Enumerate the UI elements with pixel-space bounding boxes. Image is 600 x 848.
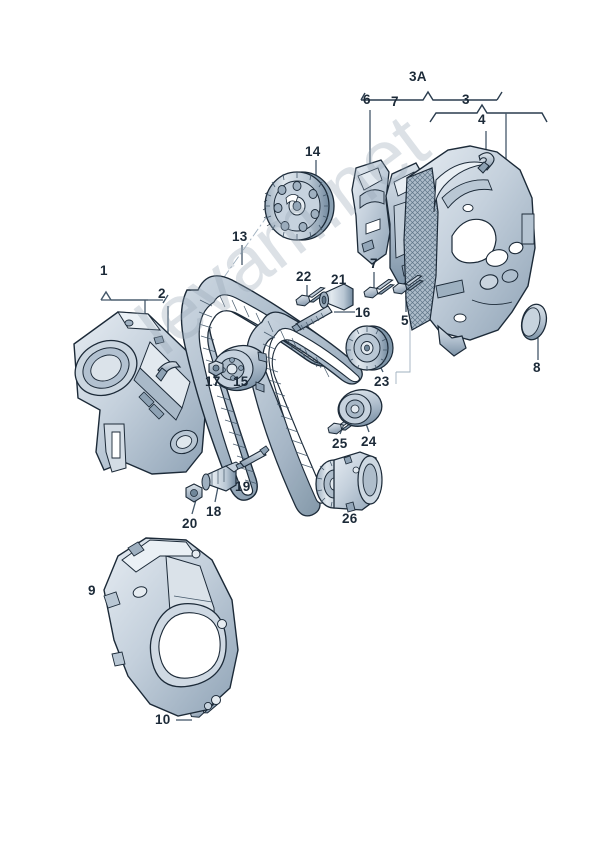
callout-label-26: 26 bbox=[342, 511, 358, 526]
callout-label-21: 21 bbox=[331, 272, 347, 287]
callout-label-24: 24 bbox=[361, 434, 377, 449]
part-tensioner-damper bbox=[201, 461, 247, 492]
part-pin bbox=[239, 445, 270, 468]
callout-label-20: 20 bbox=[182, 516, 198, 531]
part-water-pump bbox=[315, 451, 383, 513]
part-rear-cover-main bbox=[403, 145, 536, 357]
callout-label-3: 3 bbox=[462, 92, 470, 107]
callout-label-17: 17 bbox=[205, 374, 221, 389]
callout-label-7b: 7 bbox=[370, 256, 378, 271]
part-clip-retainer bbox=[477, 152, 495, 174]
callout-bracket-3A bbox=[360, 90, 503, 101]
callout-label-16: 16 bbox=[355, 305, 371, 320]
part-lower-timing-belt-cover bbox=[103, 537, 239, 717]
part-spacer-sleeve bbox=[319, 283, 354, 311]
callout-label-5: 5 bbox=[401, 313, 409, 328]
part-nut bbox=[208, 360, 224, 377]
callout-label-13: 13 bbox=[232, 229, 248, 244]
callout-label-19: 19 bbox=[235, 479, 251, 494]
callout-label-23: 23 bbox=[374, 374, 390, 389]
callout-label-1: 1 bbox=[100, 263, 108, 278]
part-hex-bolt-7 bbox=[362, 278, 397, 301]
part-camshaft-sprocket bbox=[262, 171, 335, 241]
callout-label-6: 6 bbox=[363, 92, 371, 107]
part-rear-cover-segment-left bbox=[351, 159, 391, 265]
callout-label-22: 22 bbox=[296, 269, 312, 284]
callout-label-10: 10 bbox=[155, 712, 171, 727]
callout-label-9: 9 bbox=[88, 583, 96, 598]
part-idler-gear bbox=[345, 325, 394, 371]
part-sealing-cap bbox=[520, 303, 548, 341]
part-cover-clip bbox=[155, 361, 182, 382]
callout-label-2: 2 bbox=[158, 286, 166, 301]
callout-label-3a: 3A bbox=[409, 69, 427, 84]
callout-label-4: 4 bbox=[478, 112, 486, 127]
callout-label-14: 14 bbox=[305, 144, 321, 159]
callout-label-7: 7 bbox=[391, 94, 399, 109]
callout-label-15: 15 bbox=[233, 374, 249, 389]
callout-label-25: 25 bbox=[332, 436, 348, 451]
callout-label-18: 18 bbox=[206, 504, 222, 519]
part-stud-bolt bbox=[291, 305, 333, 333]
callout-bracket-3 bbox=[429, 103, 548, 123]
part-toothed-timing-belt bbox=[180, 275, 363, 517]
part-cap-nut bbox=[185, 483, 203, 503]
callout-label-8: 8 bbox=[533, 360, 541, 375]
part-idler-roller bbox=[337, 389, 383, 427]
